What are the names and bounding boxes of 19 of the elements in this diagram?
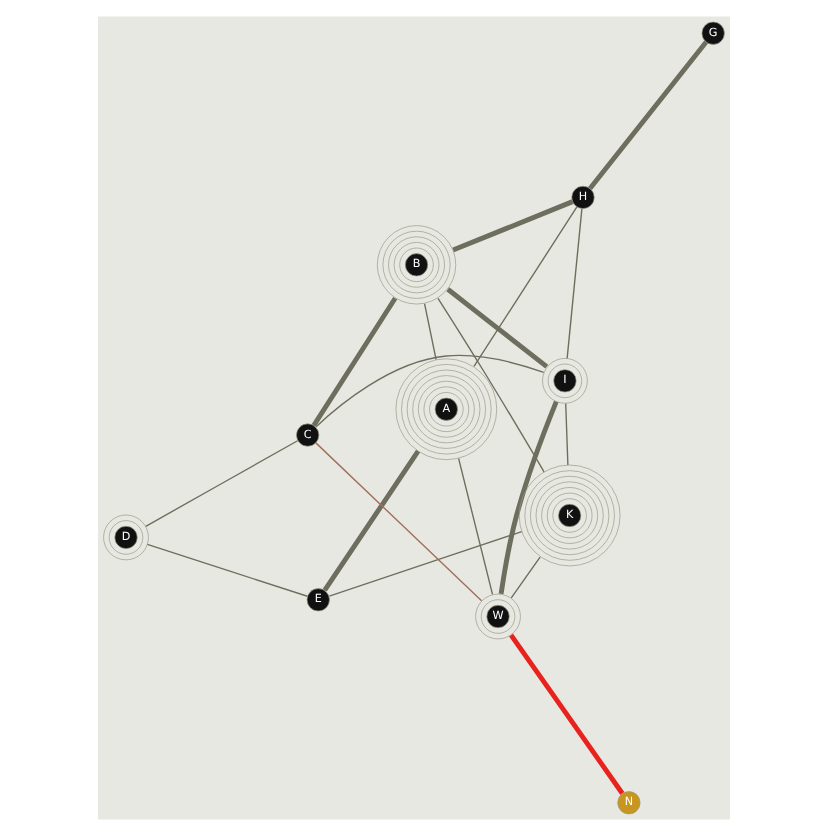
connector (314, 442, 482, 602)
connector (144, 440, 298, 527)
connector (436, 297, 544, 473)
connector (472, 206, 577, 368)
connector (310, 296, 397, 427)
connector (451, 199, 573, 253)
connector (508, 633, 624, 795)
connector (587, 40, 708, 191)
connector (497, 400, 558, 595)
connector (327, 530, 522, 597)
connector (445, 287, 548, 369)
connector (565, 208, 582, 360)
connector (321, 449, 420, 592)
connector (564, 402, 568, 466)
connector (422, 302, 436, 361)
connector (314, 354, 544, 428)
connector (145, 543, 308, 597)
connector (456, 457, 493, 596)
connector (509, 556, 540, 599)
